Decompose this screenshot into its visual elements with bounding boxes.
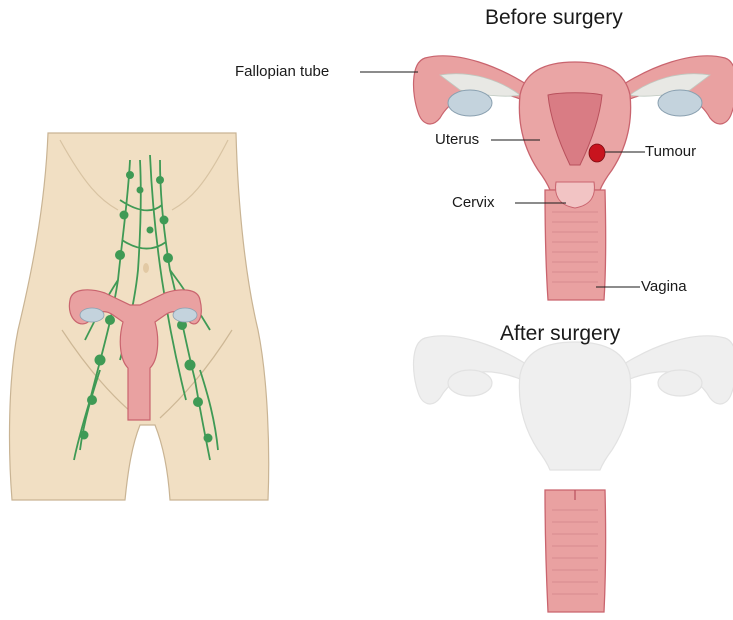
- ovary-right: [658, 90, 702, 116]
- label-tumour: Tumour: [645, 143, 696, 160]
- before-surgery-heading: Before surgery: [485, 6, 623, 30]
- after-surgery-heading: After surgery: [500, 322, 620, 346]
- label-uterus: Uterus: [435, 131, 479, 148]
- uterus-after: [414, 336, 733, 612]
- navel: [143, 263, 149, 273]
- ovary-left: [448, 90, 492, 116]
- label-fallopian-tube: Fallopian tube: [235, 63, 329, 80]
- pelvis-figure: [10, 133, 269, 500]
- label-vagina: Vagina: [641, 278, 687, 295]
- uterus-before: [360, 56, 733, 300]
- removed-organs-ghost: [414, 336, 733, 470]
- tumour-mark: [589, 144, 605, 162]
- label-cervix: Cervix: [452, 194, 495, 211]
